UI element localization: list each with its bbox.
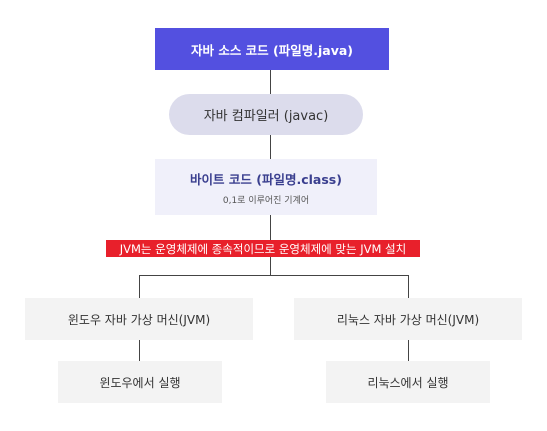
bytecode-label: 바이트 코드 (파일명.class) (190, 171, 342, 187)
windows-jvm-node: 윈도우 자바 가상 머신(JVM) (25, 298, 253, 340)
windows-run-node: 윈도우에서 실행 (58, 361, 222, 403)
bytecode-node: 바이트 코드 (파일명.class) 0,1로 이루어진 기계어 (155, 159, 377, 215)
connector-horizontal (139, 275, 409, 276)
bytecode-sublabel: 0,1로 이루어진 기계어 (222, 195, 310, 206)
linux-run-node: 리눅스에서 실행 (326, 361, 490, 403)
connector-linux-vm-run (408, 340, 409, 361)
compiler-label: 자바 컴파일러 (javac) (203, 109, 329, 124)
connector-to-windows-vm (139, 275, 140, 298)
linux-run-label: 리눅스에서 실행 (367, 375, 449, 390)
connector-to-linux-vm (408, 275, 409, 298)
jvm-banner: JVM는 운영체제에 종속적이므로 운영체제에 맞는 JVM 설치 (106, 240, 420, 257)
source-code-node: 자바 소스 코드 (파일명.java) (155, 28, 389, 70)
connector-compiler-bytecode (270, 135, 271, 159)
linux-jvm-label: 리눅스 자바 가상 머신(JVM) (336, 312, 480, 327)
windows-run-label: 윈도우에서 실행 (99, 375, 181, 390)
connector-windows-vm-run (139, 340, 140, 361)
source-code-label: 자바 소스 코드 (파일명.java) (190, 42, 354, 58)
windows-jvm-label: 윈도우 자바 가상 머신(JVM) (67, 312, 211, 327)
jvm-banner-text: JVM는 운영체제에 종속적이므로 운영체제에 맞는 JVM 설치 (119, 241, 407, 256)
linux-jvm-node: 리눅스 자바 가상 머신(JVM) (294, 298, 522, 340)
compiler-node: 자바 컴파일러 (javac) (169, 94, 363, 135)
connector-source-compiler (270, 70, 271, 94)
